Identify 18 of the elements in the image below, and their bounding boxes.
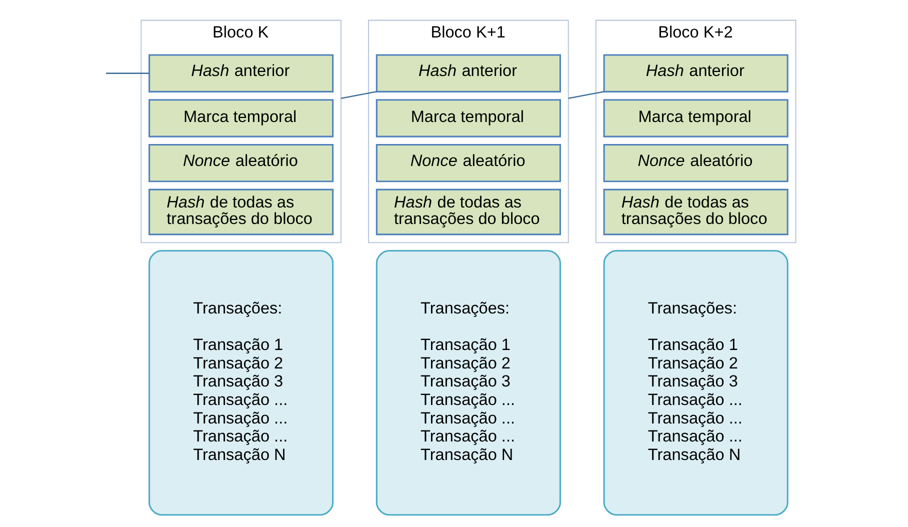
node-box: Hash anterior	[602, 54, 788, 92]
node-box: Hash anterior	[375, 54, 560, 92]
node-box: Hash de todas as transações do bloco	[375, 188, 560, 236]
node-box: Hash de todas as transações do bloco	[602, 188, 788, 236]
node-box: Nonce aleatório	[375, 144, 560, 182]
node-box: Marca temporal	[148, 99, 334, 138]
node-box: Transações: Transação 1 Transação 2 Transação 3 Transação ... Transação ... Transação ... Transação N	[148, 250, 334, 516]
connector	[568, 91, 604, 99]
node-box: Nonce aleatório	[148, 144, 334, 182]
node-box: Marca temporal	[375, 99, 560, 138]
node-box: Hash anterior	[148, 54, 334, 92]
node-box: Hash de todas as transações do bloco	[148, 188, 334, 236]
node-box: Nonce aleatório	[602, 144, 788, 182]
node-box: Transações: Transação 1 Transação 2 Transação 3 Transação ... Transação ... Transação ... Transação N	[375, 250, 560, 516]
connector	[340, 91, 376, 99]
node-box: Marca temporal	[602, 99, 788, 138]
connector	[105, 72, 149, 74]
node-box: Transações: Transação 1 Transação 2 Transação 3 Transação ... Transação ... Transação ... Transação N	[602, 250, 788, 516]
